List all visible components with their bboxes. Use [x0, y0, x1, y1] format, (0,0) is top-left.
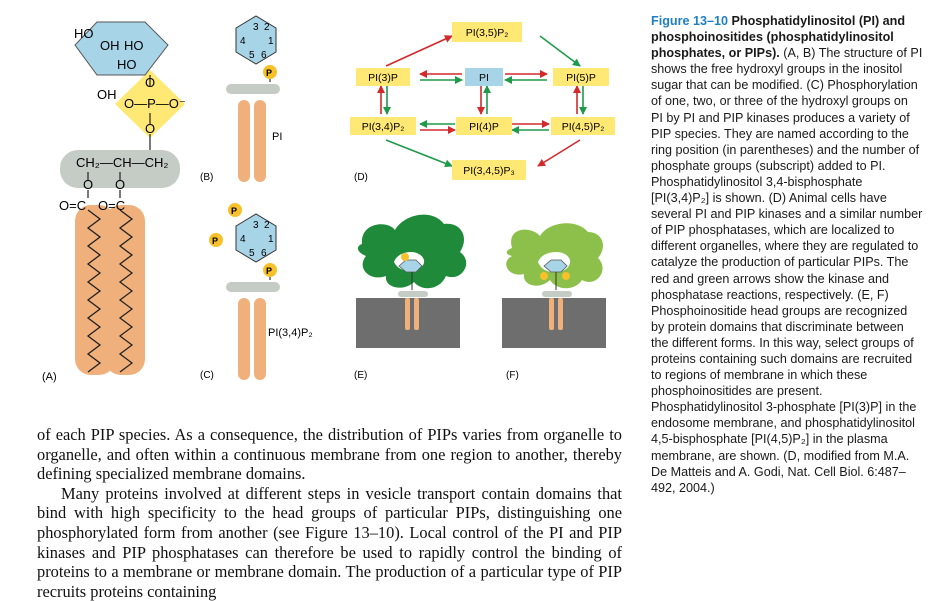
phosphate-dot-f2 [562, 272, 570, 280]
phosphate-symbol: P [266, 266, 272, 276]
body-paragraph-2: Many proteins involved at different step… [37, 483, 622, 601]
ester-oxygen-right: O [115, 177, 125, 192]
species-pi4p: PI(4)P [469, 121, 499, 133]
panel-c-title: PI(3,4)P₂ [268, 327, 313, 339]
panel-label-f: (F) [506, 370, 519, 381]
panel-e-endosome: (E) [354, 214, 467, 381]
caption-body: (A, B) The structure of PI shows the fre… [651, 46, 923, 495]
ring-number-2: 2 [264, 22, 270, 33]
oxygen-bottom: O [145, 121, 155, 136]
phosphate-dot-f1 [540, 272, 548, 280]
hydrocarbon-chain-right [118, 209, 134, 373]
species-box-pi35p2 [452, 22, 522, 42]
ring-number-3: 3 [253, 22, 259, 33]
tail-f-left [549, 298, 554, 330]
species-box-pi4p [456, 117, 512, 135]
tail-b-left [238, 100, 250, 182]
glycerol-c [226, 282, 280, 292]
hydroxyl-4: HO [117, 57, 137, 72]
species-pi35p2: PI(3,5)P₂ [466, 27, 509, 39]
figure-13-10: HO OH HO HO OH O O—P—O⁻ O CH₂—CH—CH₂ O O… [42, 15, 615, 383]
species-pi: PI [479, 72, 489, 84]
ring-number-1: 1 [268, 234, 274, 245]
glycerol-backbone [60, 150, 180, 188]
species-pi345p3: PI(3,4,5)P₃ [463, 165, 515, 177]
ring-number-4: 4 [240, 234, 246, 245]
ring-number-5: 5 [249, 248, 255, 259]
figure-caption: Figure 13–10 Phosphatidylinositol (PI) a… [651, 13, 923, 496]
phosphate-center: O—P—O⁻ [124, 96, 186, 111]
hydroxyl-3: HO [124, 38, 144, 53]
ring-number-5: 5 [249, 50, 255, 61]
tail-e-right [414, 298, 419, 330]
species-pi34p2: PI(3,4)P₂ [362, 121, 405, 133]
phosphate-dot-e [401, 253, 409, 261]
caption-title: Phosphatidylinositol (PI) and phosphoino… [651, 14, 906, 61]
panel-label-d: (D) [354, 172, 368, 183]
ring-number-6: 6 [261, 248, 267, 259]
ester-oxygen-left: O [83, 177, 93, 192]
hydroxyl-1: HO [74, 26, 94, 41]
glycerol-e [398, 291, 428, 297]
phosphate-ball-3 [228, 203, 242, 217]
phosphate-symbol: P [212, 236, 218, 246]
tail-e-left [405, 298, 410, 330]
hydrocarbon-chain-left [86, 209, 102, 373]
phosphate-ball-1 [263, 263, 277, 277]
panel-label-a: (A) [42, 371, 57, 383]
body-text: of each PIP species. As a consequence, t… [37, 425, 622, 601]
species-pi3p: PI(3)P [368, 72, 398, 84]
phosphate-diamond [115, 70, 185, 138]
panel-a-structure: HO OH HO HO OH O O—P—O⁻ O CH₂—CH—CH₂ O O… [42, 21, 186, 383]
figure-number: Figure 13–10 [651, 14, 729, 28]
tail-c-left [238, 298, 250, 380]
species-box-pi3p [356, 68, 410, 86]
species-box-pi34p2 [350, 117, 416, 135]
species-box-pi5p [553, 68, 609, 86]
panel-b-title: PI [272, 131, 282, 143]
tail-c-right [254, 298, 266, 380]
carbonyl-right: O=C [98, 198, 125, 213]
glycerol-f [542, 291, 572, 297]
inositol-ring-c [235, 213, 277, 263]
ring-number-6: 6 [261, 50, 267, 61]
panel-label-b: (B) [200, 172, 213, 183]
panel-f-plasma-membrane: (F) [502, 223, 606, 381]
ring-number-2: 2 [264, 220, 270, 231]
species-pi5p: PI(5)P [566, 72, 596, 84]
phosphate-ball-4 [209, 233, 223, 247]
tail-b-right [254, 100, 266, 182]
glycerol-b [226, 84, 280, 94]
hydroxyl-2: OH [100, 38, 120, 53]
ring-number-1: 1 [268, 36, 274, 47]
lipid-tail-right [105, 205, 145, 375]
species-box-pi [465, 68, 503, 86]
hydroxyl-5: OH [97, 87, 117, 102]
tail-f-right [558, 298, 563, 330]
phosphate-symbol: P [231, 206, 237, 216]
phosphate-symbol: P [266, 68, 272, 78]
panel-label-c: (C) [200, 370, 214, 381]
species-pi45p2: PI(4,5)P₂ [562, 121, 605, 133]
panel-c-pi34p2: P P 3 2 4 1 5 6 P PI(3,4)P₂ (C) [200, 203, 313, 381]
species-box-pi45p2 [551, 117, 615, 135]
species-box-pi345p3 [452, 160, 526, 180]
body-paragraph-1: of each PIP species. As a consequence, t… [37, 425, 622, 484]
panel-label-e: (E) [354, 370, 367, 381]
panel-d-pathways: PI(3,5)P₂ PI(3)P PI PI(5)P PI(3,4)P₂ PI(… [350, 22, 615, 183]
protein-domain-dark [357, 214, 467, 289]
phosphate-ball [263, 65, 277, 79]
panel-b-pi: 3 2 4 1 5 6 P PI (B) [200, 15, 282, 183]
head-group-f [543, 259, 568, 273]
ring-number-3: 3 [253, 220, 259, 231]
ring-number-4: 4 [240, 36, 246, 47]
inositol-ring-b [235, 15, 277, 65]
carbonyl-left: O=C [59, 198, 86, 213]
inositol-ring [74, 21, 169, 76]
glycerol-label: CH₂—CH—CH₂ [76, 155, 168, 170]
oxygen-top: O [145, 75, 155, 90]
